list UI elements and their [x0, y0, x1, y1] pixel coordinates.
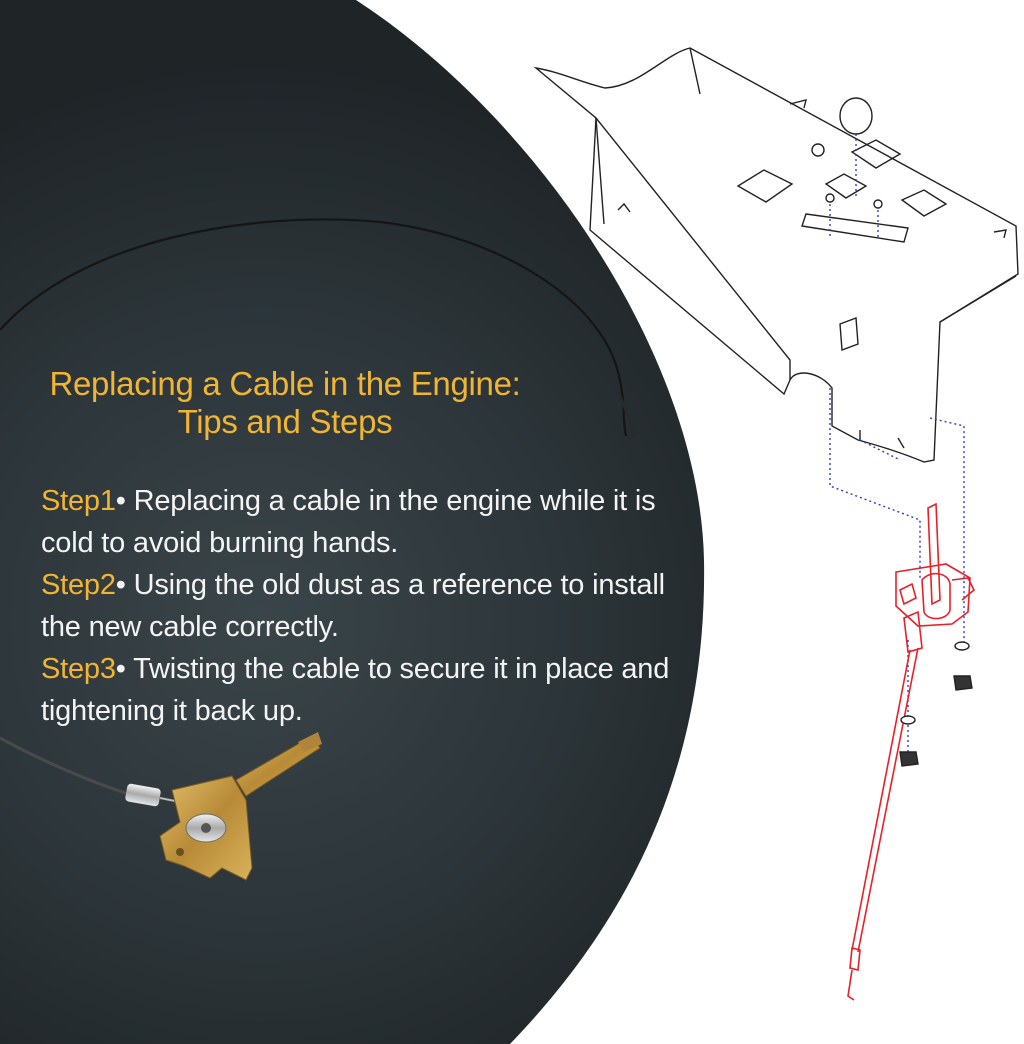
step-2-bullet: •: [115, 569, 126, 601]
cable-ferrule: [125, 783, 161, 807]
step-3-text: Twisting the cable to secure it in place…: [41, 653, 670, 727]
step-1: Step1• Replacing a cable in the engine w…: [41, 480, 681, 564]
mounting-plate-diagram: [533, 47, 1019, 463]
step-2: Step2• Using the old dust as a reference…: [41, 564, 681, 648]
heading-line-1: Replacing a Cable in the Engine:: [49, 365, 521, 402]
hardware-nuts: [899, 641, 973, 767]
step-1-label: Step1: [41, 485, 116, 517]
step-3-bullet: •: [115, 653, 126, 685]
step-3-label: Step3: [41, 653, 116, 685]
dark-circle-panel: [0, 0, 705, 1044]
step-1-bullet: •: [115, 485, 126, 517]
throttle-cable-photo: [0, 218, 636, 881]
step-1-text: Replacing a cable in the engine while it…: [41, 485, 656, 559]
heading-line-2: Tips and Steps: [177, 403, 393, 440]
step-3: Step3• Twisting the cable to secure it i…: [41, 648, 681, 732]
step-2-text: Using the old dust as a reference to ins…: [41, 569, 665, 643]
red-lever-assembly: [847, 502, 975, 1001]
step-2-label: Step2: [41, 569, 116, 601]
